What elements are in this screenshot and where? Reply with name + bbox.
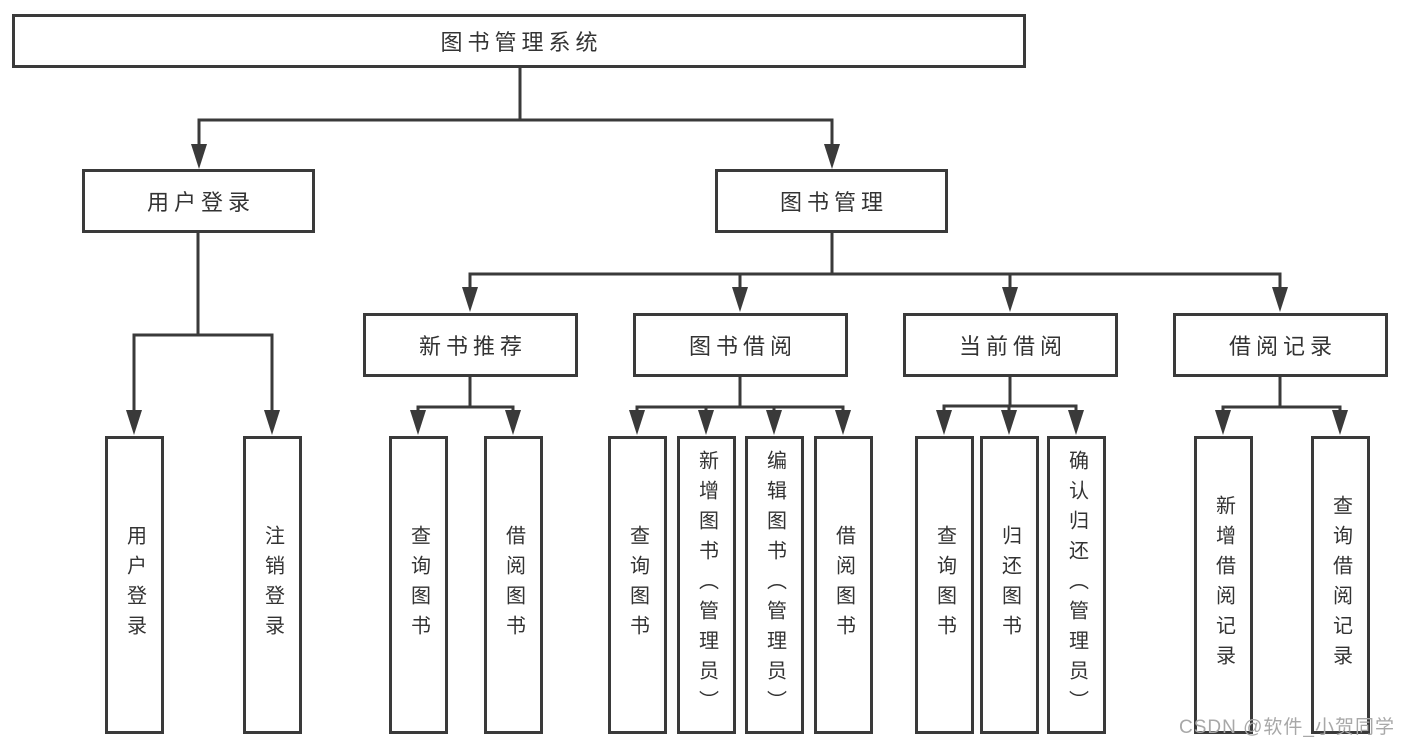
leaf-borrow-books-recommend: 借阅图书: [484, 436, 543, 734]
leaf-borrow-books-borrowing-label: 借阅图书: [832, 525, 855, 645]
leaf-logout: 注销登录: [243, 436, 302, 734]
node-user-login: 用户登录: [82, 169, 315, 233]
leaf-edit-book-admin: 编辑图书（管理员）: [745, 436, 804, 734]
leaf-edit-book-admin-label: 编辑图书（管理员）: [763, 450, 786, 720]
leaf-borrow-books-recommend-label: 借阅图书: [502, 525, 525, 645]
leaf-logout-label: 注销登录: [261, 525, 284, 645]
node-book-borrowing-label: 图书借阅: [688, 334, 797, 359]
node-book-management-label: 图书管理: [779, 190, 888, 215]
leaf-add-borrow-record-label: 新增借阅记录: [1212, 495, 1235, 675]
leaf-query-borrow-record-label: 查询借阅记录: [1329, 495, 1352, 675]
leaf-confirm-return-admin: 确认归还（管理员）: [1047, 436, 1106, 734]
node-current-borrowing: 当前借阅: [903, 313, 1118, 377]
leaf-user-login-label: 用户登录: [123, 525, 146, 645]
leaf-borrow-books-borrowing: 借阅图书: [814, 436, 873, 734]
leaf-add-book-admin: 新增图书（管理员）: [677, 436, 736, 734]
node-borrowing-records: 借阅记录: [1173, 313, 1388, 377]
leaf-query-books-borrowing-label: 查询图书: [626, 525, 649, 645]
leaf-return-books-label: 归还图书: [998, 525, 1021, 645]
node-book-management: 图书管理: [715, 169, 948, 233]
node-new-book-recommendation: 新书推荐: [363, 313, 578, 377]
leaf-return-books: 归还图书: [980, 436, 1039, 734]
leaf-query-books-recommend-label: 查询图书: [407, 525, 430, 645]
node-borrowing-records-label: 借阅记录: [1228, 334, 1337, 359]
csdn-watermark: CSDN @软件_小贺同学: [1179, 717, 1395, 738]
node-current-borrowing-label: 当前借阅: [958, 334, 1067, 359]
leaf-add-borrow-record: 新增借阅记录: [1194, 436, 1253, 734]
leaf-user-login: 用户登录: [105, 436, 164, 734]
leaf-query-books-current-label: 查询图书: [933, 525, 956, 645]
node-library-system-label: 图书管理系统: [440, 30, 603, 55]
node-user-login-label: 用户登录: [146, 190, 255, 215]
leaf-query-books-recommend: 查询图书: [389, 436, 448, 734]
node-new-book-recommendation-label: 新书推荐: [418, 334, 527, 359]
leaf-query-books-borrowing: 查询图书: [608, 436, 667, 734]
leaf-query-borrow-record: 查询借阅记录: [1311, 436, 1370, 734]
leaf-query-books-current: 查询图书: [915, 436, 974, 734]
node-library-system: 图书管理系统: [12, 14, 1026, 68]
node-book-borrowing: 图书借阅: [633, 313, 848, 377]
leaf-add-book-admin-label: 新增图书（管理员）: [695, 450, 718, 720]
leaf-confirm-return-admin-label: 确认归还（管理员）: [1065, 450, 1088, 720]
